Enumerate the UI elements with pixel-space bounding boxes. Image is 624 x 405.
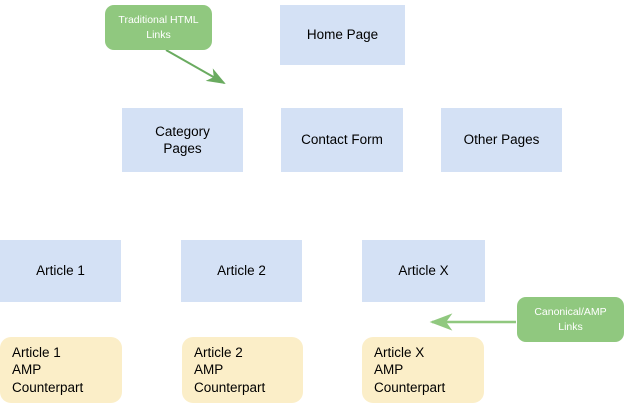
node-article-x-amp[interactable]: Article X AMP Counterpart	[362, 337, 484, 403]
traditional-html-links-arrow	[165, 49, 226, 84]
callout-canonical-amp-links[interactable]: Canonical/AMP Links	[517, 297, 624, 342]
node-contact-form[interactable]: Contact Form	[281, 108, 403, 172]
node-other-pages[interactable]: Other Pages	[441, 108, 562, 172]
node-article-2-amp[interactable]: Article 2 AMP Counterpart	[182, 337, 303, 403]
node-category-pages[interactable]: Category Pages	[122, 108, 243, 172]
node-article-x[interactable]: Article X	[362, 240, 485, 302]
node-article-1-amp[interactable]: Article 1 AMP Counterpart	[0, 337, 122, 403]
node-article-2[interactable]: Article 2	[181, 240, 302, 302]
node-home-page[interactable]: Home Page	[280, 5, 405, 65]
callout-traditional-html-links[interactable]: Traditional HTML Links	[105, 5, 212, 50]
node-article-1[interactable]: Article 1	[0, 240, 121, 302]
